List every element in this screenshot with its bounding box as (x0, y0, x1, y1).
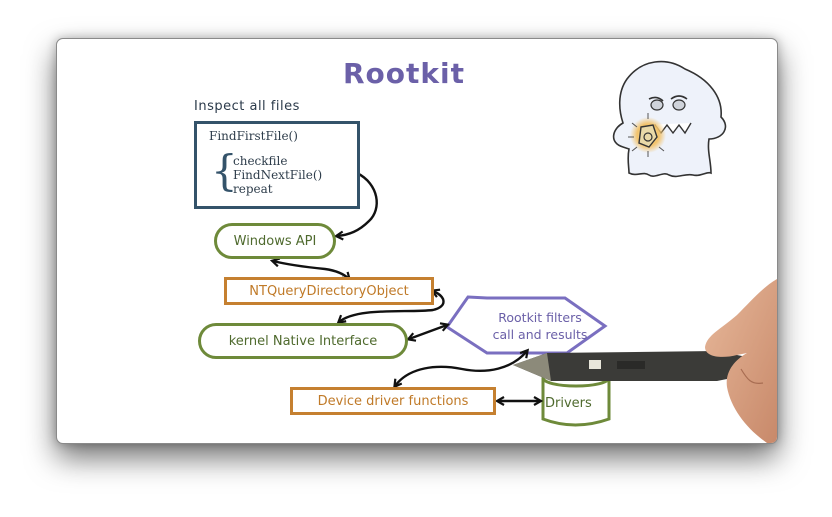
slide-title: Rootkit (343, 57, 466, 90)
rootkit-filter-line: call and results (492, 327, 588, 342)
drivers-label: Drivers (545, 396, 592, 411)
arrow-kernel-rootkit (409, 325, 447, 339)
arrow-rootkit-devdrv (395, 351, 527, 386)
code-loop-line: repeat (233, 182, 273, 196)
rootkit-filter-hexagon (444, 295, 608, 355)
stylus-icon (513, 351, 747, 381)
rootkit-filter-label: Rootkit filters call and results (465, 309, 615, 343)
code-loop-line: FindNextFile() (233, 168, 323, 182)
arrow-winapi-ntquery (273, 261, 349, 279)
code-first-line: FindFirstFile() (209, 129, 298, 143)
ntquery-label: NTQueryDirectoryObject (249, 283, 409, 299)
code-loop-line: checkfile (233, 154, 288, 168)
code-box: FindFirstFile() { checkfile FindNextFile… (194, 121, 360, 209)
arrow-code-to-winapi (337, 171, 378, 236)
ntquery-node: NTQueryDirectoryObject (224, 277, 434, 305)
device-driver-node: Device driver functions (290, 387, 496, 415)
brace-icon: { (211, 146, 238, 195)
ghost-icon (612, 60, 727, 178)
kernel-node: kernel Native Interface (198, 323, 408, 359)
windows-api-label: Windows API (233, 233, 317, 249)
kernel-label: kernel Native Interface (228, 333, 378, 349)
arrow-ntquery-kernel (339, 291, 445, 322)
lantern-icon (628, 113, 666, 157)
windows-api-node: Windows API (214, 223, 336, 259)
video-frame: Rootkit Inspect all files FindFirstFile(… (56, 38, 778, 444)
inspect-label: Inspect all files (194, 99, 300, 114)
hand-icon (705, 279, 777, 443)
code-loop: checkfile FindNextFile() repeat (233, 154, 322, 196)
rootkit-filter-line: Rootkit filters (498, 310, 582, 325)
device-driver-label: Device driver functions (317, 393, 469, 409)
diagram-canvas (57, 60, 777, 443)
